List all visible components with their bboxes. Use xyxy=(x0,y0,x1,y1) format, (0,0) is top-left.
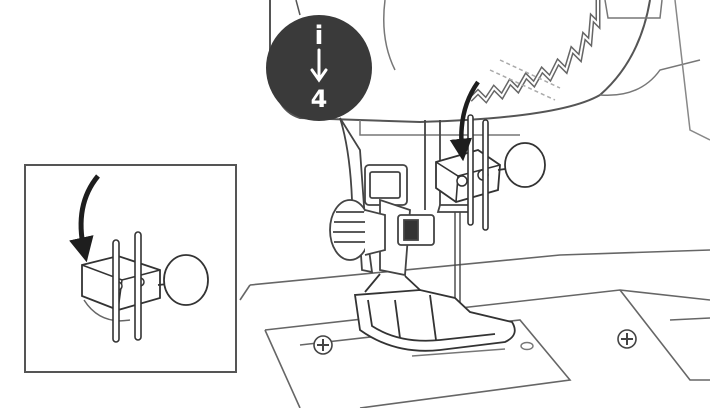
needle-plate-screw-left xyxy=(313,335,333,355)
curved-arrow-icon xyxy=(449,80,480,162)
presser-foot xyxy=(353,273,516,352)
step-number: 4 xyxy=(311,85,328,113)
step-badge: i 4 xyxy=(266,15,372,121)
decorative-stitch-pattern xyxy=(468,0,601,104)
info-icon: i xyxy=(315,21,324,51)
presser-foot-screw xyxy=(329,199,386,261)
needle-threader-main xyxy=(435,114,546,231)
down-arrow-icon xyxy=(310,48,328,83)
needle-plate-screw-right xyxy=(617,329,637,349)
curved-arrow-icon xyxy=(69,174,100,263)
inset-detail-box xyxy=(24,164,237,373)
